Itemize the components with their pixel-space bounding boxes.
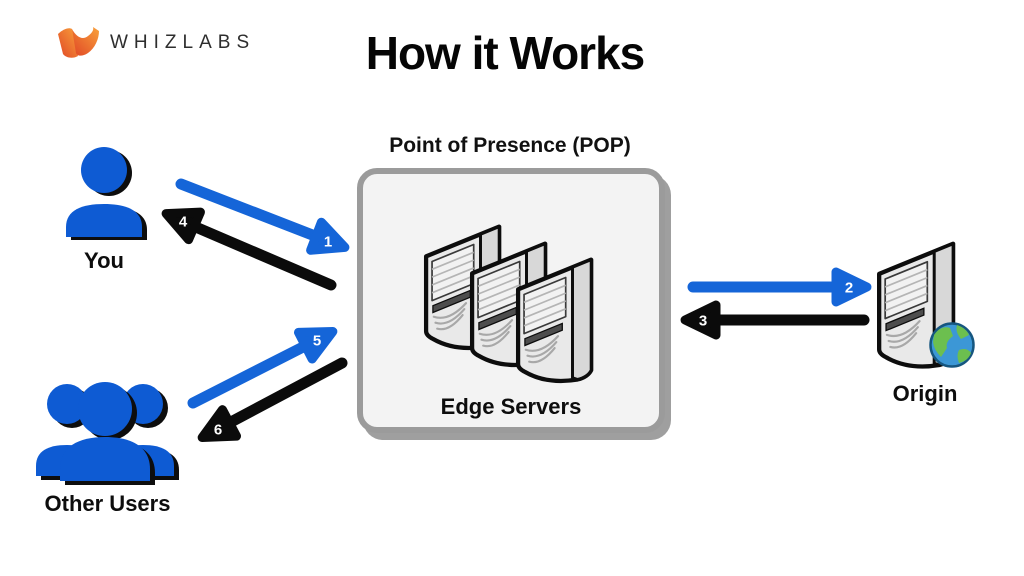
- arrow-3-number: 3: [699, 313, 707, 330]
- person-icon: [66, 147, 147, 240]
- edge-servers-label: Edge Servers: [440, 394, 582, 419]
- brand-wordmark: WHIZLABS: [110, 32, 256, 53]
- page-title: How it Works: [365, 27, 646, 79]
- you-label: You: [84, 248, 124, 273]
- arrow-6-number: 6: [214, 422, 222, 439]
- origin-server-icon: [879, 244, 953, 367]
- arrow-2-pop-to-origin: 2: [687, 267, 872, 307]
- brand-logo: WHIZLABS: [56, 26, 255, 60]
- other-users-label: Other Users: [44, 491, 171, 516]
- arrow-6-pop-to-other-users: 6: [197, 357, 348, 442]
- arrow-5-number: 5: [313, 333, 321, 350]
- arrow-1-number: 1: [324, 234, 332, 251]
- pop-heading: Point of Presence (POP): [389, 134, 631, 157]
- arrow-5-other-users-to-pop: 5: [187, 327, 338, 409]
- arrow-2-number: 2: [845, 280, 853, 297]
- arrow-4-number: 4: [179, 214, 188, 231]
- people-group-icon: [36, 382, 179, 485]
- arrow-3-origin-to-pop: 3: [680, 300, 870, 340]
- arrow-1-you-to-pop: 1: [175, 178, 350, 255]
- globe-icon: [929, 322, 975, 368]
- arrow-4-pop-to-you: 4: [161, 207, 337, 291]
- origin-label: Origin: [892, 381, 958, 406]
- whizlabs-w-mark-icon: [58, 27, 99, 58]
